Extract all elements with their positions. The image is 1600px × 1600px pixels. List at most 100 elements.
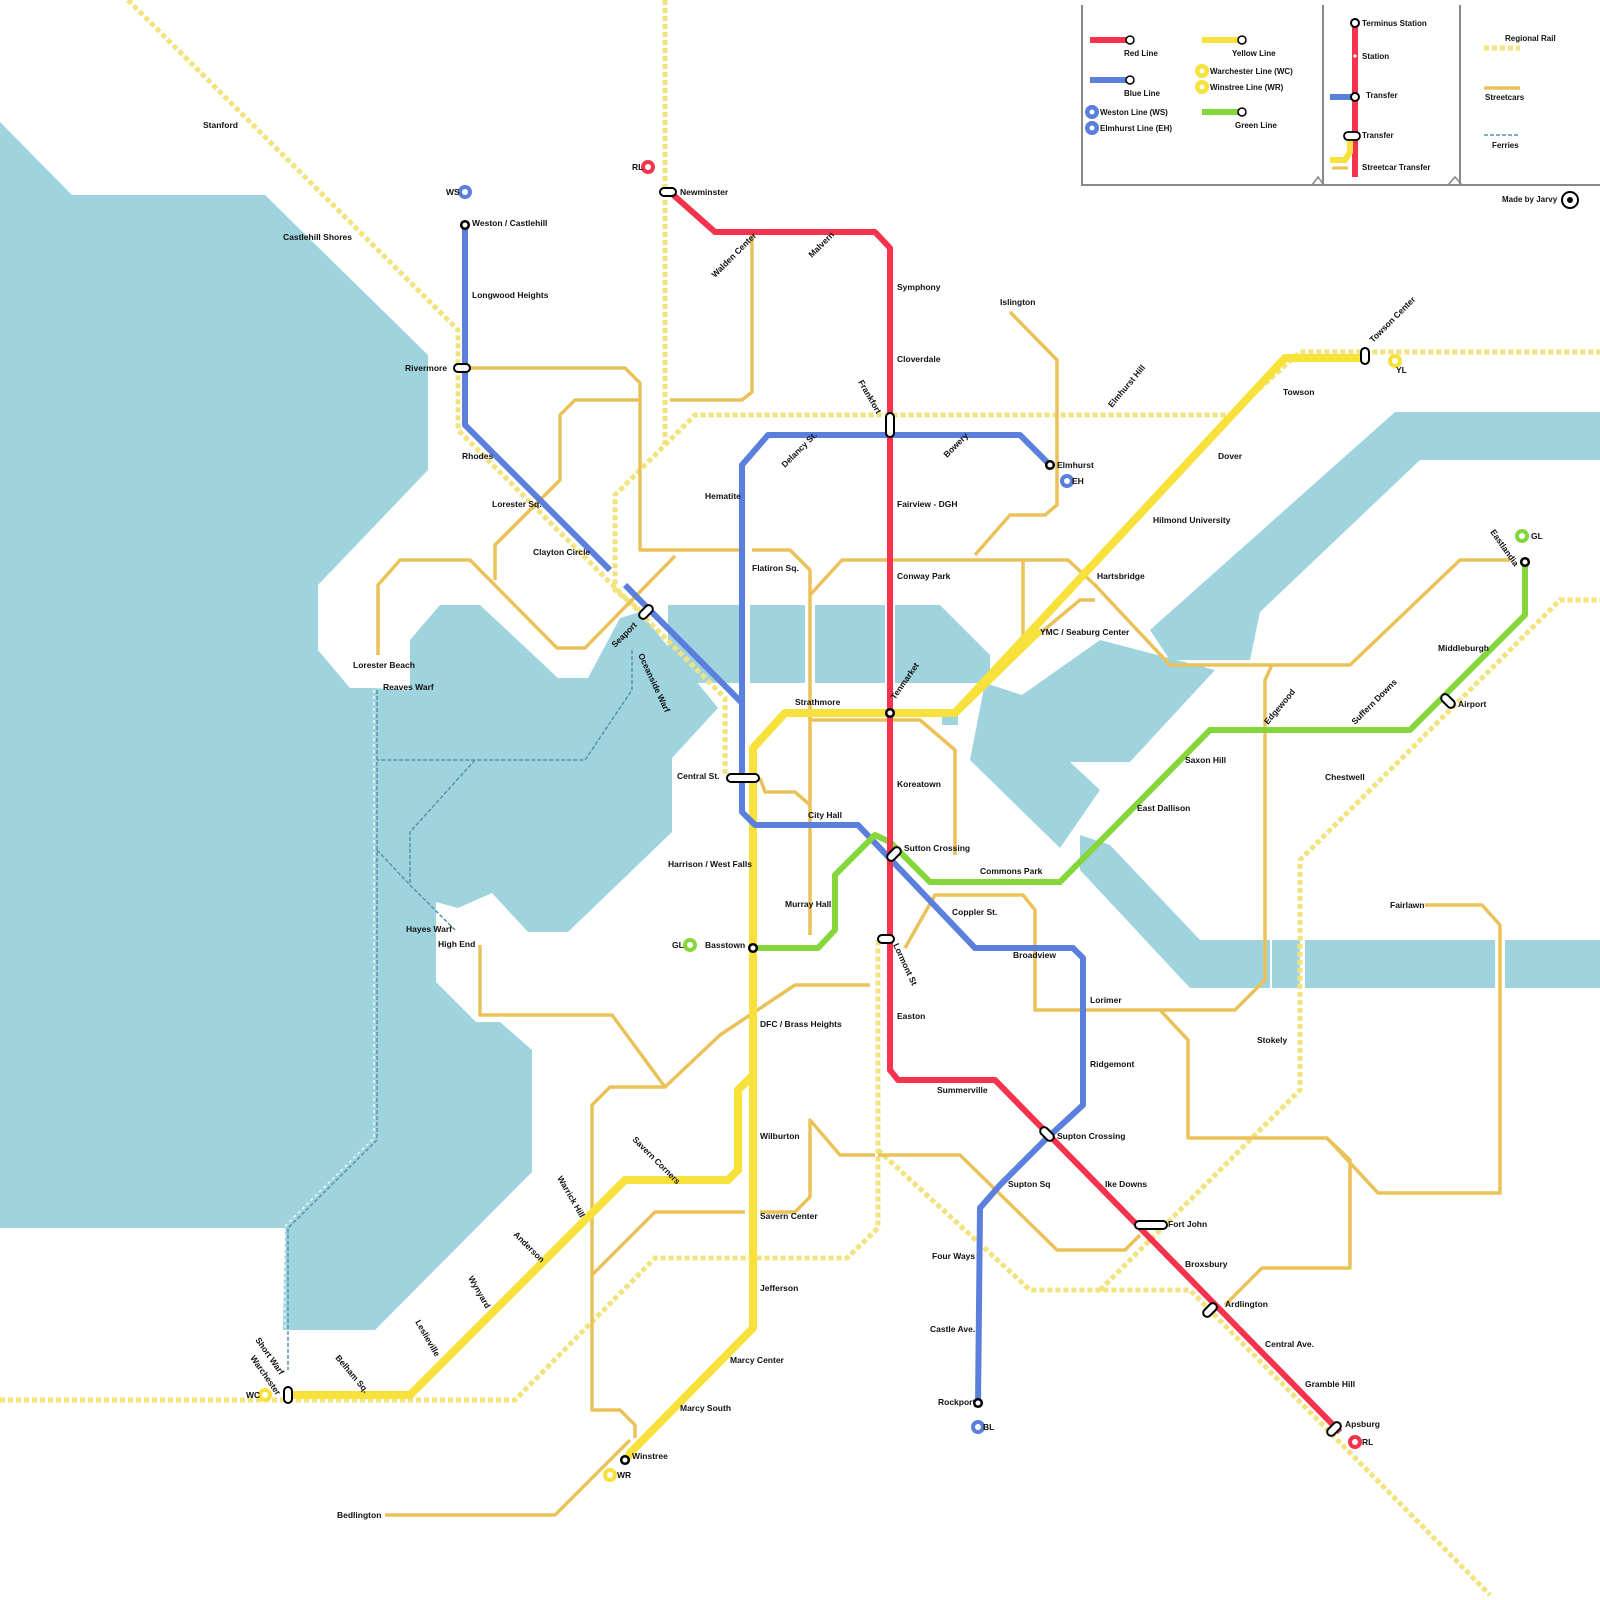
- station-castlehill-shores[interactable]: Castlehill Shores: [283, 232, 352, 242]
- station-hematite[interactable]: Hematite: [705, 491, 741, 501]
- station-warrick[interactable]: Warrick Hill: [555, 1174, 587, 1219]
- station-ridgemont[interactable]: Ridgemont: [1090, 1059, 1135, 1069]
- station-cloverdale[interactable]: Cloverdale: [897, 354, 941, 364]
- station-middleburgh[interactable]: Middleburgh: [1438, 643, 1489, 653]
- station-elmhurst[interactable]: Elmhurst: [1057, 460, 1094, 470]
- station-east-dallison[interactable]: East Dallison: [1137, 803, 1190, 813]
- station-reaves[interactable]: Reaves Warf: [383, 682, 434, 692]
- station-longwood[interactable]: Longwood Heights: [472, 290, 549, 300]
- station-suffern[interactable]: Suffern Downs: [1349, 677, 1399, 727]
- station-elmhurst-hill[interactable]: Elmhurst Hill: [1106, 363, 1147, 410]
- station-broadview[interactable]: Broadview: [1013, 950, 1056, 960]
- station-central-ave[interactable]: Central Ave.: [1265, 1339, 1314, 1349]
- station-weston[interactable]: Weston / Castlehill: [472, 218, 547, 228]
- station-dover[interactable]: Dover: [1218, 451, 1243, 461]
- transfer-supton[interactable]: [1039, 1126, 1056, 1143]
- station-rivermore[interactable]: Rivermore: [405, 363, 447, 373]
- station-hayes[interactable]: Hayes Warf: [406, 924, 452, 934]
- station-lorester-sq[interactable]: Lorester Sq.: [492, 499, 542, 509]
- transfer-rivermore[interactable]: [453, 363, 471, 373]
- transfer-towson[interactable]: [1360, 347, 1370, 365]
- terminus-rockport[interactable]: [972, 1397, 984, 1409]
- station-jefferson[interactable]: Jefferson: [760, 1283, 798, 1293]
- station-four-ways[interactable]: Four Ways: [932, 1251, 975, 1261]
- terminus-eastlandia[interactable]: [1519, 556, 1531, 568]
- station-winstree[interactable]: Winstree: [632, 1451, 668, 1461]
- station-towson[interactable]: Towson: [1283, 387, 1314, 397]
- station-rhodes[interactable]: Rhodes: [462, 451, 493, 461]
- transfer-ardlington[interactable]: [1202, 1302, 1219, 1319]
- transfer-fort-john[interactable]: [1134, 1220, 1168, 1230]
- station-high-end[interactable]: High End: [438, 939, 475, 949]
- station-central[interactable]: Central St.: [677, 771, 720, 781]
- station-ike[interactable]: Ike Downs: [1105, 1179, 1147, 1189]
- station-frankfort[interactable]: Frankfort: [856, 378, 883, 415]
- station-flatiron[interactable]: Flatiron Sq.: [752, 563, 799, 573]
- terminus-tenmarket[interactable]: [884, 707, 896, 719]
- station-supton[interactable]: Supton Crossing: [1057, 1131, 1125, 1141]
- terminus-elmhurst[interactable]: [1044, 459, 1056, 471]
- station-belham[interactable]: Belham Sq.: [333, 1353, 370, 1395]
- transfer-frankfort[interactable]: [885, 412, 895, 438]
- station-fort-john[interactable]: Fort John: [1168, 1219, 1207, 1229]
- station-marcy-south[interactable]: Marcy South: [680, 1403, 731, 1413]
- station-towson-center[interactable]: Towson Center: [1367, 294, 1418, 345]
- station-coppler[interactable]: Coppler St.: [952, 907, 997, 917]
- station-city-hall[interactable]: City Hall: [808, 810, 842, 820]
- station-marcy-center[interactable]: Marcy Center: [730, 1355, 785, 1365]
- station-airport[interactable]: Airport: [1458, 699, 1487, 709]
- station-savern-center[interactable]: Savern Center: [760, 1211, 818, 1221]
- station-stokely[interactable]: Stokely: [1257, 1035, 1288, 1045]
- terminus-winstree[interactable]: [619, 1454, 631, 1466]
- station-newminster[interactable]: Newminster: [680, 187, 729, 197]
- station-sutton[interactable]: Sutton Crossing: [904, 843, 970, 853]
- station-islington[interactable]: Islington: [1000, 297, 1035, 307]
- station-bedlington[interactable]: Bedlington: [337, 1510, 381, 1520]
- station-ymc[interactable]: YMC / Seaburg Center: [1040, 627, 1130, 637]
- transfer-newminster[interactable]: [659, 187, 677, 197]
- station-leslieville[interactable]: Leslieville: [413, 1318, 442, 1358]
- station-basstown[interactable]: Basstown: [705, 940, 745, 950]
- station-harrison[interactable]: Harrison / West Falls: [668, 859, 752, 869]
- station-edgewood[interactable]: Edgewood: [1262, 687, 1297, 726]
- terminus-basstown[interactable]: [747, 942, 759, 954]
- station-supton-sq[interactable]: Supton Sq: [1008, 1179, 1051, 1189]
- station-broxsbury[interactable]: Broxsbury: [1185, 1259, 1228, 1269]
- station-lorimer[interactable]: Lorimer: [1090, 995, 1122, 1005]
- station-saxon[interactable]: Saxon Hill: [1185, 755, 1226, 765]
- station-lormont[interactable]: Lormont St: [891, 942, 919, 987]
- station-apsburg[interactable]: Apsburg: [1345, 1419, 1380, 1429]
- station-easton[interactable]: Easton: [897, 1011, 925, 1021]
- station-ardlington[interactable]: Ardlington: [1225, 1299, 1268, 1309]
- station-fairlawn[interactable]: Fairlawn: [1390, 900, 1424, 910]
- terminus-weston[interactable]: [459, 219, 471, 231]
- station-murray[interactable]: Murray Hall: [785, 899, 831, 909]
- transfer-warchester[interactable]: [283, 1386, 293, 1404]
- station-hilmond[interactable]: Hilmond University: [1153, 515, 1231, 525]
- station-koreatown[interactable]: Koreatown: [897, 779, 941, 789]
- station-fairview[interactable]: Fairview - DGH: [897, 499, 957, 509]
- station-gramble[interactable]: Gramble Hill: [1305, 1379, 1355, 1389]
- transfer-airport[interactable]: [1440, 693, 1457, 710]
- station-hartsbridge[interactable]: Hartsbridge: [1097, 571, 1145, 581]
- transfer-lormont[interactable]: [877, 934, 895, 944]
- station-chestwell[interactable]: Chestwell: [1325, 772, 1365, 782]
- station-strathmore[interactable]: Strathmore: [795, 697, 841, 707]
- station-commons[interactable]: Commons Park: [980, 866, 1043, 876]
- station-stanford[interactable]: Stanford: [203, 120, 238, 130]
- station-wynyard[interactable]: Wynyard: [466, 1274, 493, 1310]
- transfer-apsburg[interactable]: [1326, 1421, 1343, 1438]
- transfer-sutton[interactable]: [886, 846, 903, 863]
- station-dfc[interactable]: DFC / Brass Heights: [760, 1019, 842, 1029]
- transfer-seaport[interactable]: [638, 604, 655, 621]
- station-clayton[interactable]: Clayton Circle: [533, 547, 590, 557]
- station-summerville[interactable]: Summerville: [937, 1085, 988, 1095]
- station-wilburton[interactable]: Wilburton: [760, 1131, 800, 1141]
- station-symphony[interactable]: Symphony: [897, 282, 941, 292]
- station-rockport[interactable]: Rockport: [938, 1397, 975, 1407]
- station-conway[interactable]: Conway Park: [897, 571, 951, 581]
- station-lorester-beach[interactable]: Lorester Beach: [353, 660, 415, 670]
- station-anderson[interactable]: Anderson: [512, 1229, 547, 1264]
- transfer-central[interactable]: [726, 773, 760, 783]
- station-castle[interactable]: Castle Ave.: [930, 1324, 975, 1334]
